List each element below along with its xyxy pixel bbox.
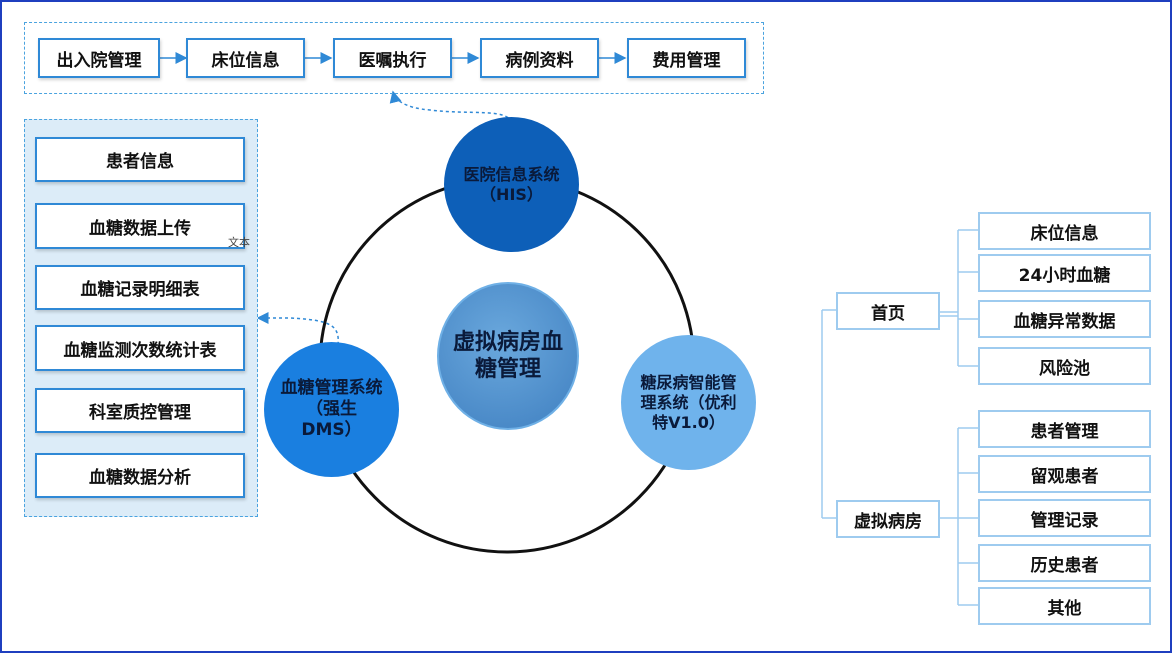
his-link-arrow xyxy=(389,90,513,123)
tree-node-virtual-ward[interactable]: 虚拟病房 xyxy=(836,500,940,538)
diabetes-line3: 特V1.0） xyxy=(652,412,725,432)
tree-leaf-observation-patients[interactable]: 留观患者 xyxy=(978,455,1151,493)
flow-step-bed-info[interactable]: 床位信息 xyxy=(186,38,305,78)
stray-text-label: 文本 xyxy=(228,236,250,249)
tree-leaf-24h-glucose[interactable]: 24小时血糖 xyxy=(978,254,1151,292)
flow-step-orders[interactable]: 医嘱执行 xyxy=(333,38,452,78)
center-line2: 糖管理 xyxy=(474,357,541,382)
top-flow-container xyxy=(24,22,764,94)
tree-lines xyxy=(821,229,978,606)
tree-leaf-management-records[interactable]: 管理记录 xyxy=(978,499,1151,537)
left-item-glucose-detail[interactable]: 血糖记录明细表 xyxy=(35,265,245,310)
flow-step-case-records[interactable]: 病例资料 xyxy=(480,38,599,78)
center-line1: 虚拟病房血 xyxy=(452,329,563,355)
his-line1: 医院信息系统 xyxy=(463,164,560,184)
tree-node-home[interactable]: 首页 xyxy=(836,292,940,330)
his-line2: （HIS） xyxy=(480,184,543,204)
left-item-quality-control[interactable]: 科室质控管理 xyxy=(35,388,245,433)
tree-leaf-history-patients[interactable]: 历史患者 xyxy=(978,544,1151,582)
flow-step-admission[interactable]: 出入院管理 xyxy=(38,38,160,78)
his-circle[interactable]: 医院信息系统（HIS） xyxy=(444,117,579,252)
tree-leaf-patient-management[interactable]: 患者管理 xyxy=(978,410,1151,448)
dms-line2: （强生 xyxy=(306,398,357,419)
dms-line3: DMS） xyxy=(301,420,362,441)
diabetes-line1: 糖尿病智能管 xyxy=(640,372,737,392)
tree-leaf-risk-pool[interactable]: 风险池 xyxy=(978,347,1151,385)
center-circle: 虚拟病房血糖管理 xyxy=(437,282,579,430)
left-item-glucose-analysis[interactable]: 血糖数据分析 xyxy=(35,453,245,498)
tree-leaf-other[interactable]: 其他 xyxy=(978,587,1151,625)
diabetes-system-circle[interactable]: 糖尿病智能管理系统（优利特V1.0） xyxy=(621,335,756,470)
flow-step-billing[interactable]: 费用管理 xyxy=(627,38,746,78)
left-item-patient-info[interactable]: 患者信息 xyxy=(35,137,245,182)
tree-leaf-bed-info[interactable]: 床位信息 xyxy=(978,212,1151,250)
dms-link-arrow xyxy=(256,312,339,346)
tree-leaf-abnormal-glucose[interactable]: 血糖异常数据 xyxy=(978,300,1151,338)
dms-line1: 血糖管理系统 xyxy=(280,377,383,398)
left-item-glucose-upload[interactable]: 血糖数据上传 xyxy=(35,203,245,249)
diabetes-line2: 理系统（优利 xyxy=(640,392,737,412)
left-item-monitor-stats[interactable]: 血糖监测次数统计表 xyxy=(35,325,245,371)
left-list-container xyxy=(24,119,258,517)
